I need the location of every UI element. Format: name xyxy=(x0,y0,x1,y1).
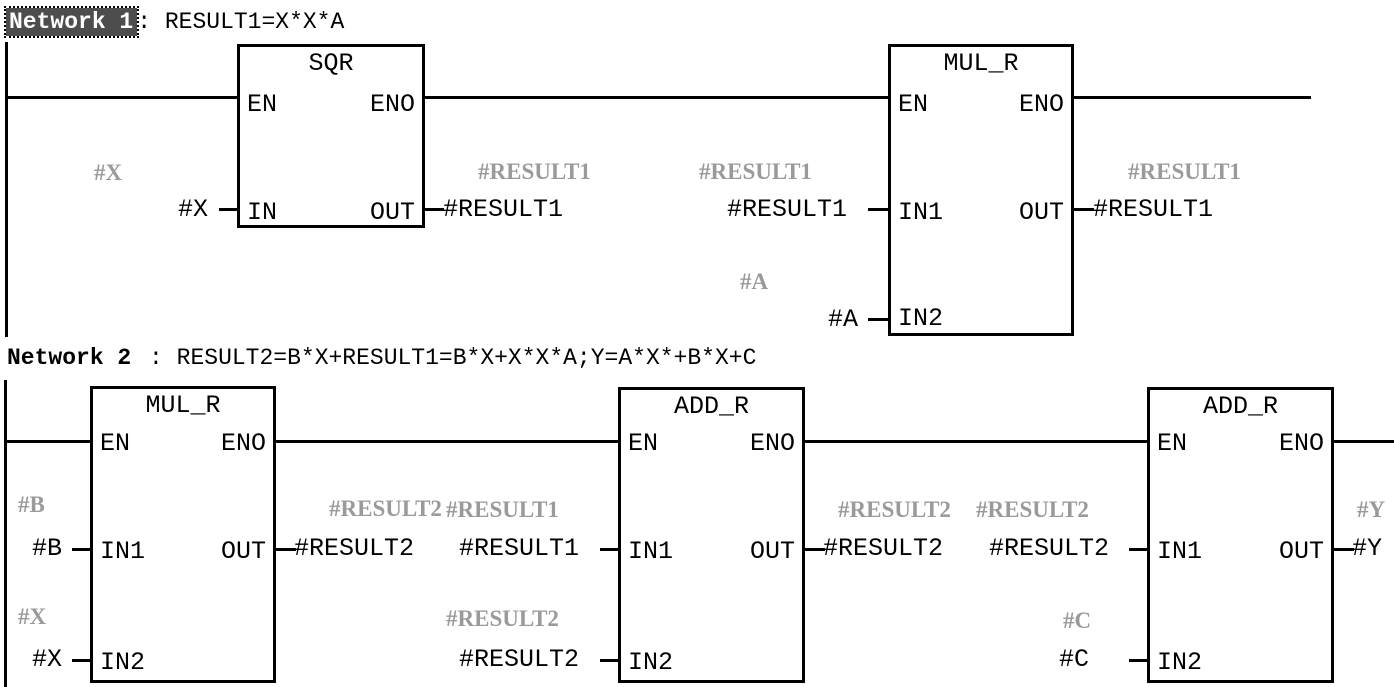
block-addr-2[interactable]: ADD_R EN ENO IN1 OUT IN2 xyxy=(1147,387,1334,683)
network-2-separator: : xyxy=(149,345,163,371)
block-mulr-n1-pin-eno[interactable]: ENO xyxy=(1018,90,1064,119)
network-1-title: RESULT1=X*X*A xyxy=(164,9,345,35)
block-mulr-n2-pin-out[interactable]: OUT xyxy=(220,537,266,566)
wire-x-to-mulr-n2-in2 xyxy=(72,659,92,662)
block-addr-1-pin-out[interactable]: OUT xyxy=(749,537,795,566)
block-addr-2-pin-in2[interactable]: IN2 xyxy=(1157,648,1203,677)
wire-result2-to-addr-1-in2 xyxy=(600,659,620,662)
block-addr-1-pin-en[interactable]: EN xyxy=(628,429,659,458)
operand-y-addr-2-out[interactable]: #Y xyxy=(1352,534,1383,563)
block-addr-1-pin-in2[interactable]: IN2 xyxy=(628,648,674,677)
block-sqr-title: SQR xyxy=(308,49,354,78)
operand-result1-mulr-n1-out[interactable]: #RESULT1 xyxy=(1093,195,1214,224)
block-sqr[interactable]: SQR EN ENO IN OUT xyxy=(237,44,425,228)
wire-result1-to-mulr-n1-in1 xyxy=(868,208,890,211)
network-1-label[interactable]: Network 1 xyxy=(3,6,140,38)
block-mulr-n2-pin-in2[interactable]: IN2 xyxy=(100,648,146,677)
block-mulr-n2-pin-eno[interactable]: ENO xyxy=(220,429,266,458)
operand-result2-addr-1-out[interactable]: #RESULT2 xyxy=(823,534,944,563)
power-rail-network-2 xyxy=(4,380,7,687)
block-sqr-pin-out[interactable]: OUT xyxy=(369,198,415,227)
rung-eno-line-addr2-trailing xyxy=(1334,440,1394,443)
power-rail-network-1 xyxy=(5,42,8,337)
symbol-a-mulr-n1-in2: #A xyxy=(740,269,769,294)
operand-result2-mulr-n2-out[interactable]: #RESULT2 xyxy=(294,534,415,563)
network-2-header[interactable]: Network 2 : RESULT2=B*X+RESULT1=B*X+X*X*… xyxy=(4,344,756,372)
operand-x-sqr-in[interactable]: #X xyxy=(178,195,209,224)
block-addr-1-pin-eno[interactable]: ENO xyxy=(749,429,795,458)
operand-result1-addr-1-in1[interactable]: #RESULT1 xyxy=(459,534,580,563)
rung-en-line-sqr xyxy=(5,96,239,99)
operand-c-addr-2-in2[interactable]: #C xyxy=(1059,645,1090,674)
wire-mulr-n2-out xyxy=(276,548,296,551)
operand-result1-sqr-out[interactable]: #RESULT1 xyxy=(443,195,564,224)
block-mulr-n1-pin-en[interactable]: EN xyxy=(898,90,929,119)
block-mulr-n2[interactable]: MUL_R EN ENO IN1 OUT IN2 xyxy=(90,386,276,683)
block-mulr-n1-pin-in1[interactable]: IN1 xyxy=(898,198,944,227)
operand-b-mulr-n2-in1[interactable]: #B xyxy=(32,534,63,563)
block-sqr-pin-eno[interactable]: ENO xyxy=(369,90,415,119)
wire-addr-2-out xyxy=(1334,548,1354,551)
block-addr-1[interactable]: ADD_R EN ENO IN1 OUT IN2 xyxy=(618,387,805,683)
block-addr-2-pin-out[interactable]: OUT xyxy=(1278,537,1324,566)
wire-x-to-sqr-in xyxy=(219,208,239,211)
wire-result1-to-addr-1-in1 xyxy=(600,548,620,551)
symbol-result1-addr-1-in1: #RESULT1 xyxy=(446,497,559,522)
symbol-result2-addr-1-in2: #RESULT2 xyxy=(446,606,559,631)
wire-result2-to-addr-2-in1 xyxy=(1129,548,1149,551)
symbol-y-addr-2-out: #Y xyxy=(1357,497,1386,522)
symbol-result1-sqr-out: #RESULT1 xyxy=(478,159,591,184)
block-addr-2-pin-eno[interactable]: ENO xyxy=(1278,429,1324,458)
rung-en-line-mulr-n2 xyxy=(4,440,93,443)
wire-addr-1-out xyxy=(805,548,825,551)
block-mulr-n1-pin-in2[interactable]: IN2 xyxy=(898,304,944,333)
block-addr-2-title: ADD_R xyxy=(1202,392,1278,421)
operand-result2-addr-1-in2[interactable]: #RESULT2 xyxy=(459,645,580,674)
symbol-x-mulr-n2-in2: #X xyxy=(18,604,47,629)
block-mulr-n1[interactable]: MUL_R EN ENO IN1 OUT IN2 xyxy=(888,44,1074,336)
block-sqr-pin-en[interactable]: EN xyxy=(247,90,278,119)
symbol-result2-mulr-n2-out: #RESULT2 xyxy=(329,496,442,521)
symbol-result1-mulr-n1-in1: #RESULT1 xyxy=(699,159,812,184)
wire-a-to-mulr-n1-in2 xyxy=(868,318,890,321)
network-1-header[interactable]: Network 1: RESULT1=X*X*A xyxy=(3,6,345,38)
wire-sqr-out xyxy=(424,208,444,211)
block-mulr-n1-title: MUL_R xyxy=(943,49,1019,78)
block-mulr-n2-pin-in1[interactable]: IN1 xyxy=(100,537,146,566)
rung-eno-line-mulr-n1 xyxy=(1073,96,1311,99)
rung-eno-line-sqr-to-mulr xyxy=(424,96,890,99)
operand-result1-mulr-n1-in1[interactable]: #RESULT1 xyxy=(727,195,848,224)
block-addr-2-pin-in1[interactable]: IN1 xyxy=(1157,537,1203,566)
symbol-c-addr-2-in2: #C xyxy=(1063,608,1092,633)
operand-x-mulr-n2-in2[interactable]: #X xyxy=(32,645,63,674)
wire-c-to-addr-2-in2 xyxy=(1129,659,1149,662)
block-mulr-n2-title: MUL_R xyxy=(145,391,221,420)
symbol-b-mulr-n2-in1: #B xyxy=(18,492,45,517)
wire-b-to-mulr-n2-in1 xyxy=(72,548,92,551)
rung-eno-line-mulr-n2-to-addr1 xyxy=(276,440,620,443)
network-2-title: RESULT2=B*X+RESULT1=B*X+X*X*A;Y=A*X*+B*X… xyxy=(176,345,757,371)
block-addr-2-pin-en[interactable]: EN xyxy=(1157,429,1188,458)
rung-eno-line-addr1-to-addr2 xyxy=(805,440,1150,443)
symbol-x-sqr-in: #X xyxy=(94,160,123,185)
symbol-result2-addr-2-in1: #RESULT2 xyxy=(976,497,1089,522)
block-mulr-n2-pin-en[interactable]: EN xyxy=(100,429,131,458)
block-addr-1-pin-in1[interactable]: IN1 xyxy=(628,537,674,566)
block-mulr-n1-pin-out[interactable]: OUT xyxy=(1018,198,1064,227)
network-1-separator: : xyxy=(137,9,152,35)
symbol-result2-addr-1-out: #RESULT2 xyxy=(838,497,951,522)
block-sqr-pin-in[interactable]: IN xyxy=(247,198,278,227)
operand-a-mulr-n1-in2[interactable]: #A xyxy=(828,305,859,334)
network-2-label[interactable]: Network 2 xyxy=(7,345,132,371)
wire-mulr-n1-out xyxy=(1073,208,1094,211)
symbol-result1-mulr-n1-out: #RESULT1 xyxy=(1128,159,1241,184)
block-addr-1-title: ADD_R xyxy=(673,392,749,421)
operand-result2-addr-2-in1[interactable]: #RESULT2 xyxy=(989,534,1110,563)
